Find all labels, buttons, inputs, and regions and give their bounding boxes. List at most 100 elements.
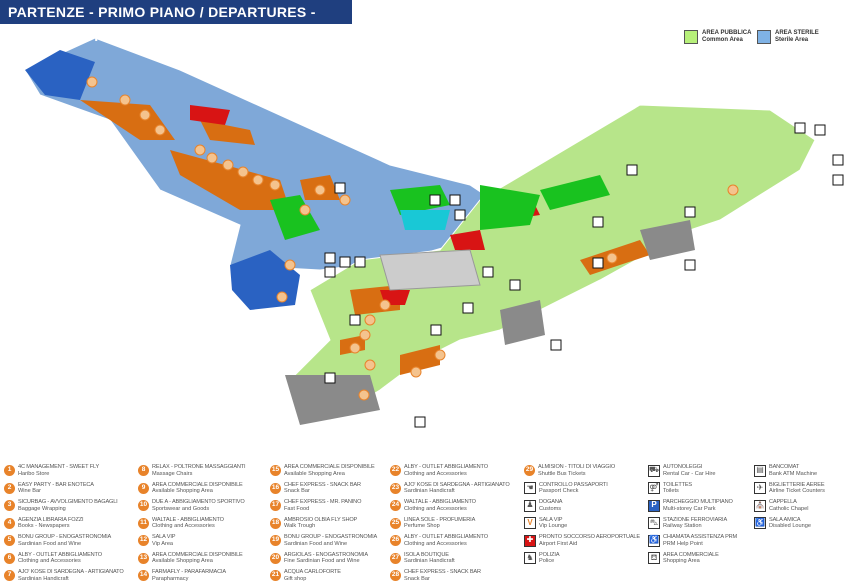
parking-icon: P xyxy=(648,499,660,512)
shop-category: Haribo Store xyxy=(18,470,50,477)
service-map-icon[interactable] xyxy=(794,122,806,134)
area-key-sub: Common Area xyxy=(702,37,743,43)
shop-marker[interactable] xyxy=(379,299,391,311)
shop-number-badge: 12 xyxy=(138,535,149,546)
shop-marker[interactable] xyxy=(358,389,370,401)
service-map-icon[interactable] xyxy=(430,324,442,336)
service-map-icon[interactable] xyxy=(349,314,361,326)
service-map-icon[interactable] xyxy=(449,194,461,206)
area-key-sub: Sterile Area xyxy=(775,37,809,43)
shop-marker[interactable] xyxy=(314,184,326,196)
service-map-icon[interactable] xyxy=(482,266,494,278)
service-map-icon[interactable] xyxy=(462,302,474,314)
shop-marker[interactable] xyxy=(269,179,281,191)
shop-name: WALTALE - ABBIGLIAMENTO xyxy=(404,499,476,505)
shop-marker[interactable] xyxy=(86,76,98,88)
shop-marker[interactable] xyxy=(364,314,376,326)
shop-marker[interactable] xyxy=(364,359,376,371)
shop-name: DUE A - ABBIGLIAMENTO SPORTIVO xyxy=(152,499,245,505)
first-aid-icon: ✚ xyxy=(524,534,536,547)
shop-category: Parapharmacy xyxy=(152,575,189,582)
service-map-icon[interactable] xyxy=(550,339,562,351)
shop-number-badge: 15 xyxy=(270,465,281,476)
shop-marker[interactable] xyxy=(299,204,311,216)
shop-marker[interactable] xyxy=(252,174,264,186)
service-map-icon[interactable] xyxy=(454,209,466,221)
service-map-icon[interactable] xyxy=(684,259,696,271)
service-description: Railway Station xyxy=(663,523,702,529)
shop-marker[interactable] xyxy=(434,349,446,361)
service-map-icon[interactable] xyxy=(684,206,696,218)
shop-number-badge: 2 xyxy=(4,482,15,494)
shop-number-badge: 21 xyxy=(270,570,281,581)
shop-number-badge: 25 xyxy=(390,517,401,529)
shop-marker[interactable] xyxy=(237,166,249,178)
shop-marker[interactable] xyxy=(359,329,371,341)
shop-category: Available Shopping Area xyxy=(284,470,345,477)
shop-category: Sportswear and Goods xyxy=(152,505,210,512)
shop-number-badge: 27 xyxy=(390,552,401,564)
shop-marker[interactable] xyxy=(339,194,351,206)
prm-help-icon: ♿ xyxy=(648,534,660,547)
shop-marker[interactable] xyxy=(154,124,166,136)
service-description: PRM Help Point xyxy=(663,540,703,547)
service-description: Airport First Aid xyxy=(539,540,578,547)
shop-number-badge: 26 xyxy=(390,535,401,546)
shop-marker[interactable] xyxy=(284,259,296,271)
shop-name: ALMISION - TITOLI DI VIAGGIO xyxy=(538,464,616,470)
service-map-icon[interactable] xyxy=(592,257,604,269)
shop-name: ISOLA BOUTIQUE xyxy=(404,551,449,558)
shop-number-badge: 1 xyxy=(4,465,15,476)
service-name: AREA COMMERCIALE xyxy=(663,551,719,558)
service-map-icon[interactable] xyxy=(509,279,521,291)
shop-marker[interactable] xyxy=(139,109,151,121)
service-map-icon[interactable] xyxy=(626,164,638,176)
shop-name: ALBY - OUTLET ABBIGLIAMENTO xyxy=(404,464,488,470)
shop-number-badge: 5 xyxy=(4,535,15,546)
shop-category: Clothing and Accessories xyxy=(404,540,467,547)
service-map-icon[interactable] xyxy=(324,372,336,384)
shop-marker[interactable] xyxy=(194,144,206,156)
shop-marker[interactable] xyxy=(119,94,131,106)
shop-marker[interactable] xyxy=(206,152,218,164)
service-map-icon[interactable] xyxy=(324,266,336,278)
service-map-icon[interactable] xyxy=(354,256,366,268)
service-map-icon[interactable] xyxy=(339,256,351,268)
service-map-icon[interactable] xyxy=(832,174,844,186)
shop-marker[interactable] xyxy=(349,342,361,354)
shop-marker[interactable] xyxy=(606,252,618,264)
shop-category: Books - Newspapers xyxy=(18,523,70,529)
service-map-icon[interactable] xyxy=(414,416,426,428)
shop-marker[interactable] xyxy=(410,366,422,378)
service-description: Toilets xyxy=(663,488,679,494)
shop-number-badge: 19 xyxy=(270,535,281,546)
service-map-icon[interactable] xyxy=(832,154,844,166)
service-name: PARCHEGGIO MULTIPIANO xyxy=(663,499,733,505)
shop-name: CHEF EXPRESS - MR. PANINO xyxy=(284,499,362,505)
shop-marker[interactable] xyxy=(276,291,288,303)
service-description: Airline Ticket Counters xyxy=(769,488,825,494)
disabled-lounge-icon: ♿ xyxy=(754,517,766,529)
shop-category: Sardinian Handicraft xyxy=(404,488,455,494)
shop-number-badge: 18 xyxy=(270,517,281,529)
service-map-icon[interactable] xyxy=(814,124,826,136)
shop-name: SICURBAG - AVVOLGIMENTO BAGAGLI xyxy=(18,499,118,505)
shop-marker[interactable] xyxy=(222,159,234,171)
service-map-icon[interactable] xyxy=(324,252,336,264)
service-map-icon[interactable] xyxy=(592,216,604,228)
service-map-icon[interactable] xyxy=(334,182,346,194)
shop-marker[interactable] xyxy=(727,184,739,196)
service-map-icon[interactable] xyxy=(429,194,441,206)
shop-category: Available Shopping Area xyxy=(152,558,213,564)
atm-icon: ▤ xyxy=(754,464,766,477)
